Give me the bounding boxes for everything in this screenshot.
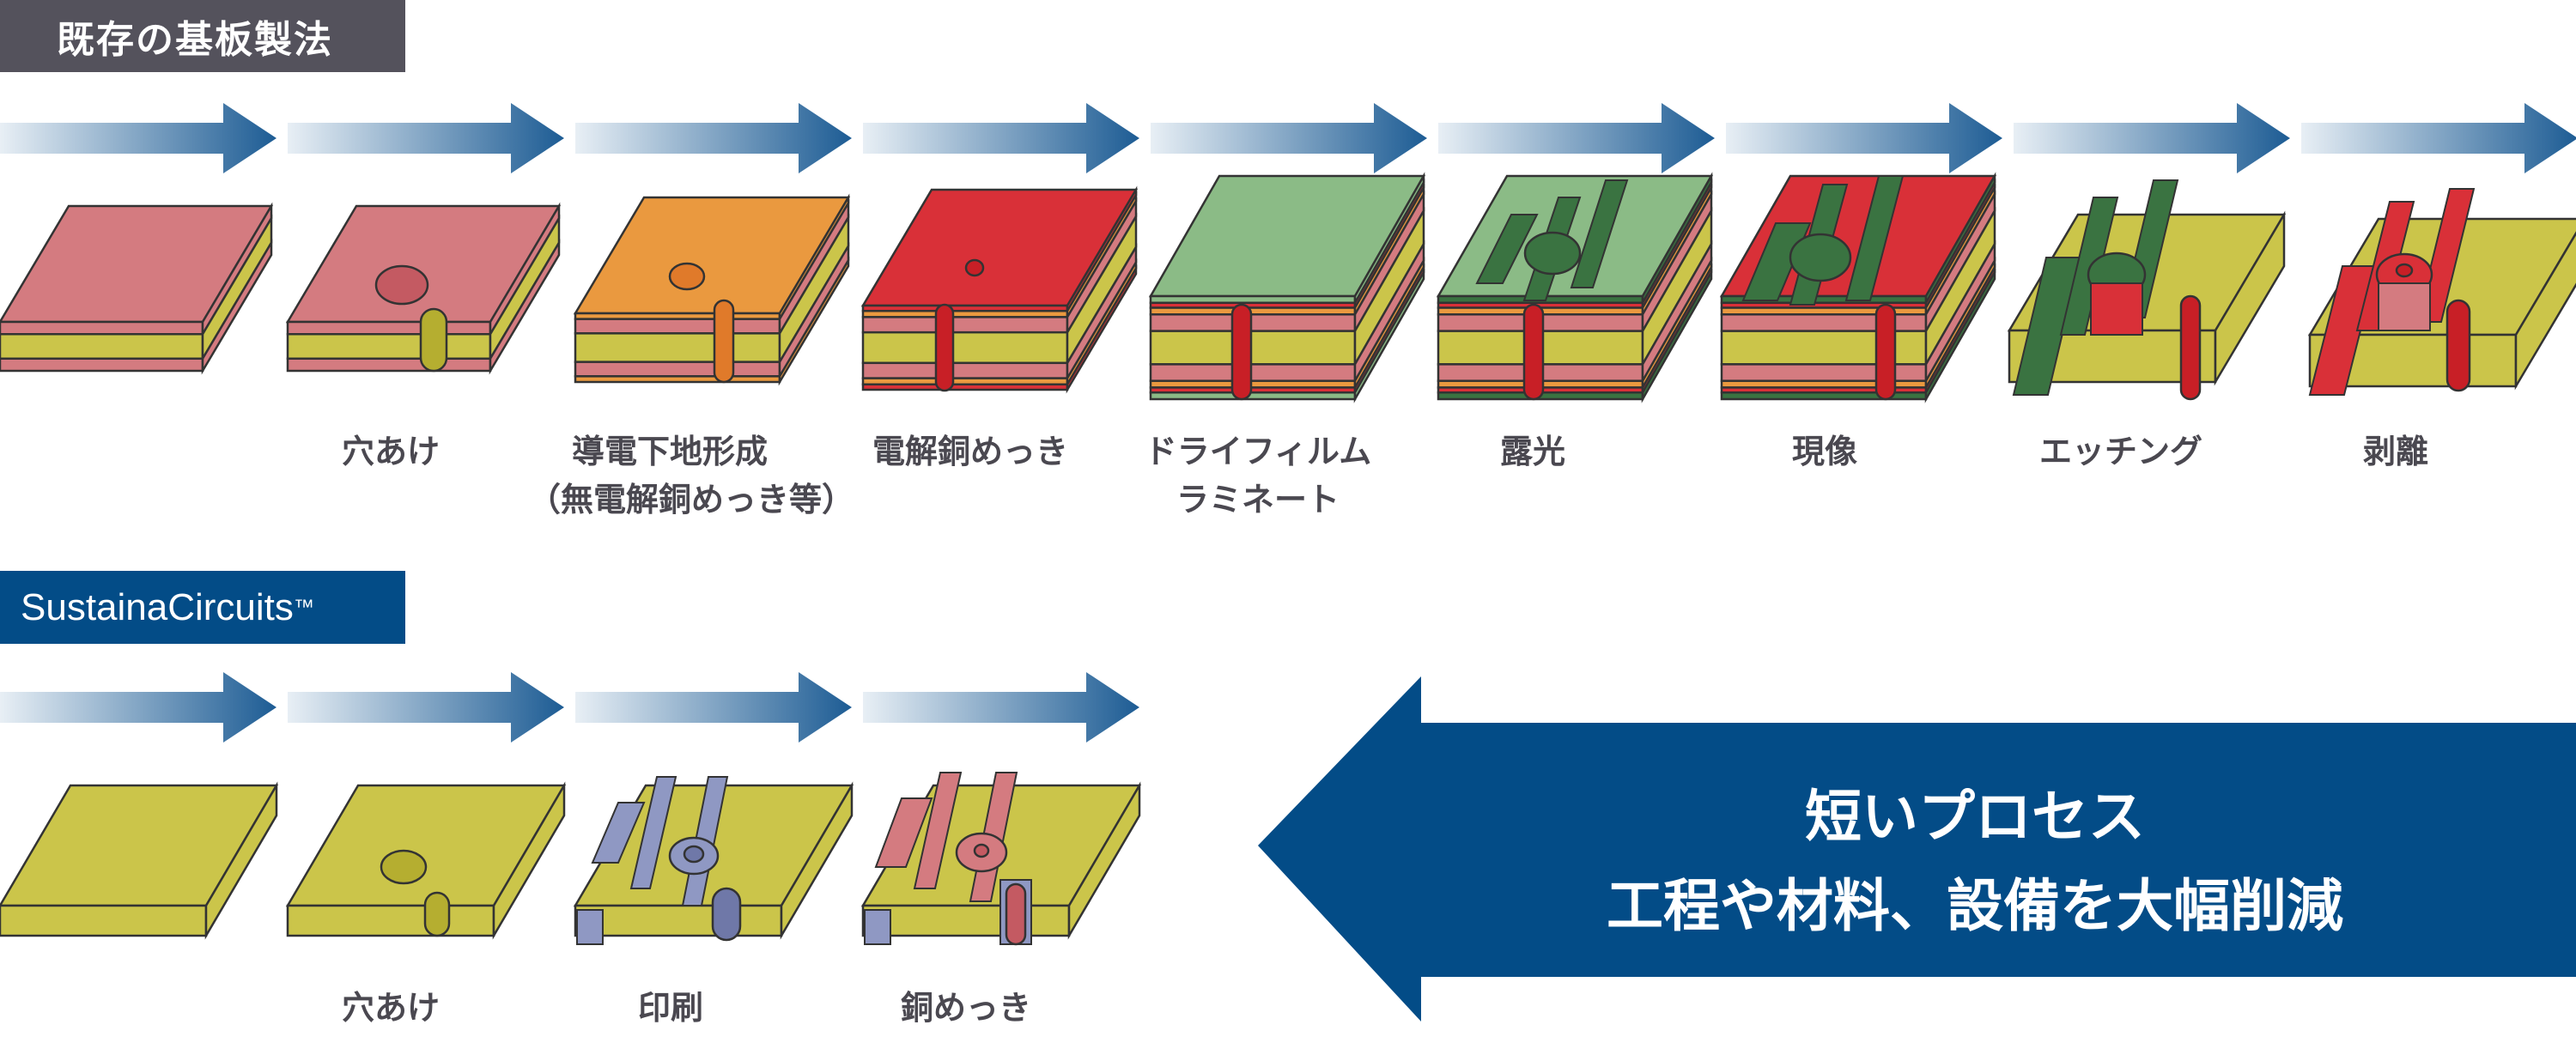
legacy-step-label-drilling: 穴あけ xyxy=(341,433,440,470)
legacy-step-label-electroplating: 電解銅めっき xyxy=(872,433,1068,470)
step-arrow-icon xyxy=(863,103,1139,173)
step-arrow-icon xyxy=(288,103,564,173)
step-arrow-icon xyxy=(2301,103,2576,173)
legacy-boards xyxy=(0,172,2576,403)
board-dry-film xyxy=(1148,172,1426,403)
sustaina-process-title: SustainaCircuits xyxy=(21,585,294,628)
board-electroplated xyxy=(860,185,1139,394)
legacy-step-label-dry-film: ドライフィルムラミネート xyxy=(1144,433,1372,518)
step-arrow-icon xyxy=(863,672,1139,743)
sustaina-step-label-printing: 印刷 xyxy=(637,989,703,1027)
board-drilled-laminate xyxy=(285,202,562,375)
trademark-symbol: ™ xyxy=(293,595,314,619)
legacy-step-label-seed-layer: 導電下地形成（無電解銅めっき等） xyxy=(528,433,855,518)
step-arrow-icon xyxy=(0,103,276,173)
sustaina-boards xyxy=(0,772,1142,946)
step-arrow-icon xyxy=(575,672,852,743)
legacy-process-badge: 既存の基板製法 xyxy=(0,0,405,72)
legacy-step-label-exposure: 露光 xyxy=(1499,433,1565,470)
callout-line-1: 短いプロセス xyxy=(1805,784,2145,850)
step-arrow-icon xyxy=(575,103,852,173)
callout-arrow-left-icon xyxy=(1258,676,2576,1022)
legacy-step-label-development: 現像 xyxy=(1791,433,1857,470)
board-exposed xyxy=(1436,172,1714,403)
board-base-laminate xyxy=(0,202,274,375)
sustaina-step-label-copper-plating: 銅めっき xyxy=(900,989,1031,1027)
board-base-substrate xyxy=(0,781,279,940)
legacy-process-title: 既存の基板製法 xyxy=(57,18,333,62)
step-arrow-icon xyxy=(0,672,276,743)
step-arrow-icon xyxy=(1151,103,1427,173)
sustaina-step-label-drilling: 穴あけ xyxy=(341,989,440,1027)
board-copper-plated xyxy=(860,772,1142,946)
legacy-step-arrows xyxy=(0,103,2576,173)
step-arrow-icon xyxy=(1438,103,1715,173)
step-arrow-icon xyxy=(1726,103,2002,173)
sustaina-step-arrows xyxy=(0,672,1139,743)
legacy-step-label-etching: エッチング xyxy=(2038,433,2202,470)
callout-line-2: 工程や材料、設備を大幅削減 xyxy=(1607,873,2343,939)
step-arrow-icon xyxy=(2014,103,2290,173)
board-seed-layer xyxy=(573,193,851,386)
legacy-step-label-stripping: 剥離 xyxy=(2362,433,2428,470)
board-stripped xyxy=(2307,188,2576,396)
board-etched xyxy=(2007,179,2287,401)
board-printed-circuit xyxy=(573,776,854,945)
callout-message: 短いプロセス 工程や材料、設備を大幅削減 xyxy=(1391,773,2559,951)
board-drilled-substrate xyxy=(285,781,567,940)
board-developed xyxy=(1719,172,1997,403)
step-arrow-icon xyxy=(288,672,564,743)
